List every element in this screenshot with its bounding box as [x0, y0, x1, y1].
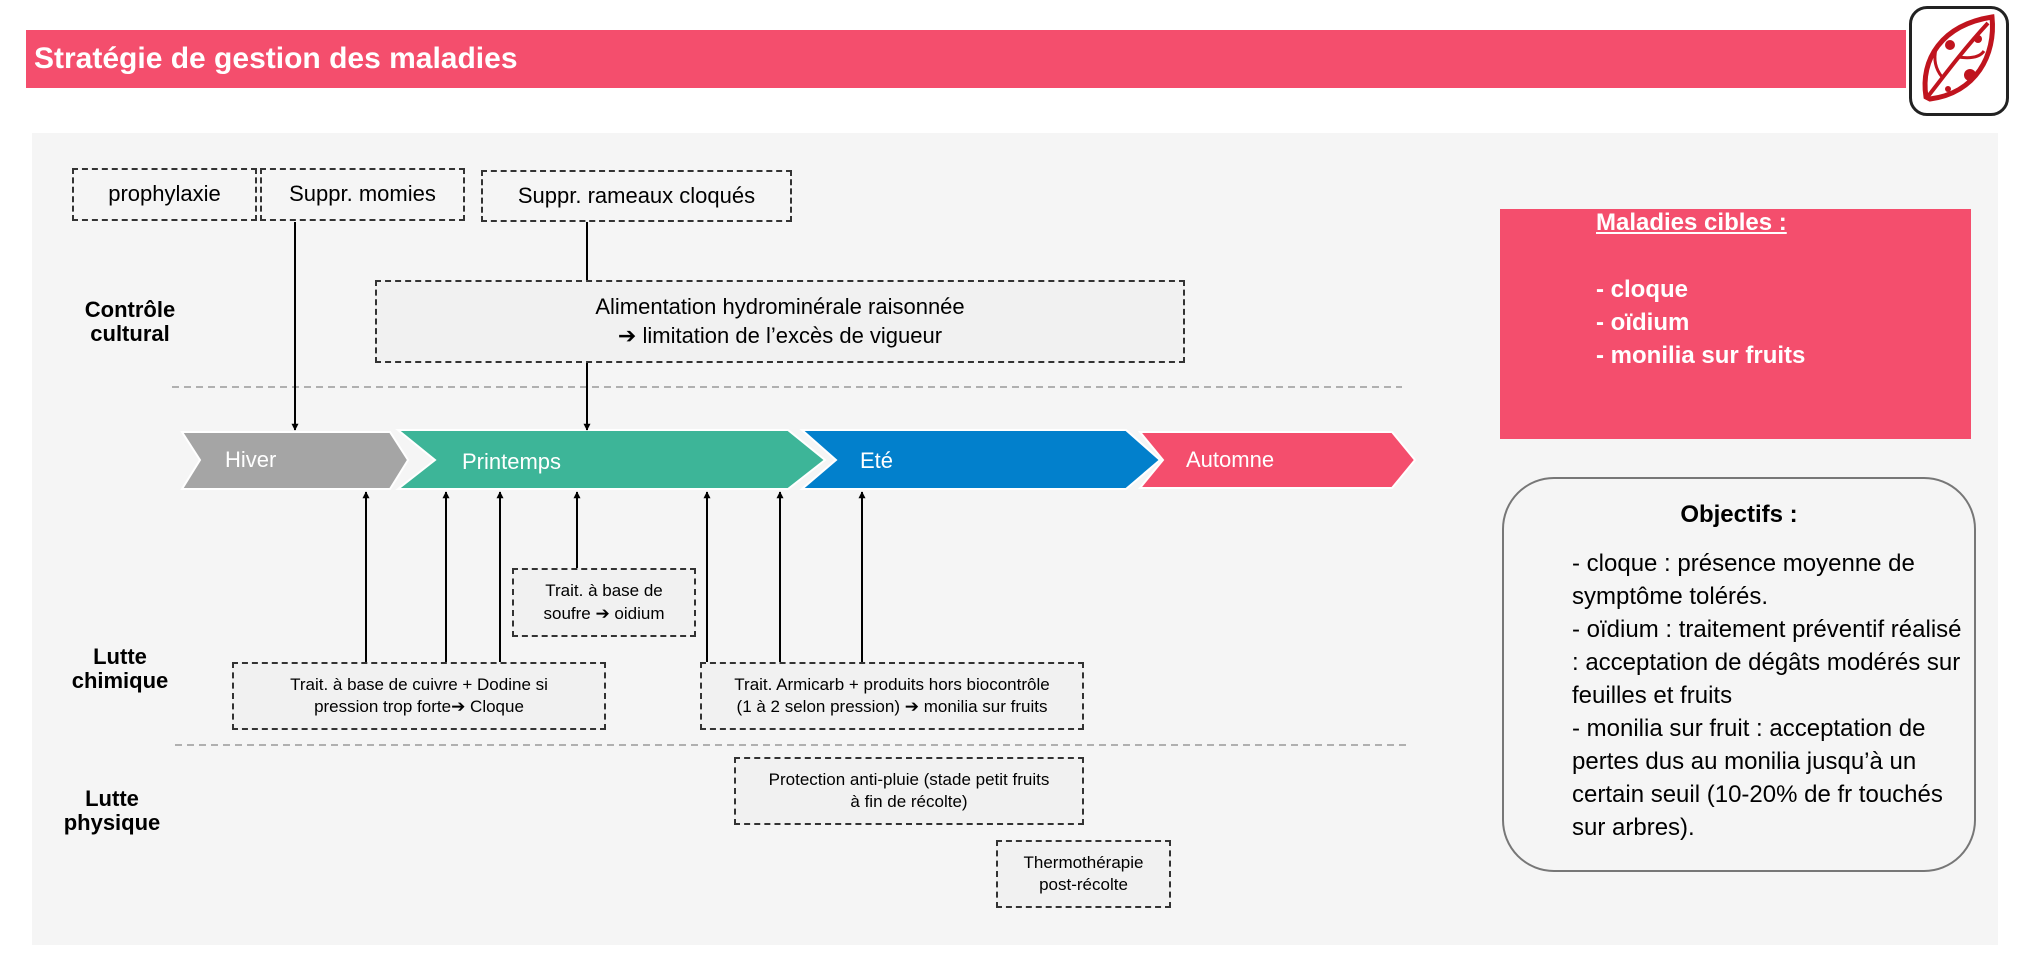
- chevron-printemps: [395, 429, 827, 490]
- box-protection-anti-pluie: Protection anti-pluie (stade petit fruit…: [734, 757, 1084, 825]
- season-label-automne: Automne: [1186, 447, 1275, 472]
- page-title: Stratégie de gestion des maladies: [34, 42, 518, 75]
- chevron-automne: [1137, 431, 1417, 489]
- box-cuivre: Trait. à base de cuivre + Dodine si pres…: [232, 662, 606, 730]
- chevron-ete: [799, 429, 1162, 490]
- row-label-lutte-physique: Lutte physique: [63, 786, 161, 835]
- target-diseases-list: - cloque - oïdium - monilia sur fruits: [1596, 273, 1805, 372]
- box-alimentation: Alimentation hydrominérale raisonnée ➔ l…: [375, 280, 1185, 363]
- objective-item: - monilia sur fruit : acceptation de per…: [1572, 715, 1943, 841]
- target-diseases-title: Maladies cibles :: [1596, 209, 1787, 236]
- box-suppr-momies: Suppr. momies: [260, 168, 465, 221]
- objectives-title: Objectifs :: [1680, 501, 1798, 528]
- box-armicarb: Trait. Armicarb + produits hors biocontr…: [700, 662, 1084, 730]
- target-disease-item: - cloque: [1596, 276, 1689, 303]
- leaf-disease-icon: [1922, 14, 1995, 102]
- season-label-hiver: Hiver: [225, 447, 277, 472]
- box-thermotherapie: Thermothérapie post-récolte: [996, 840, 1171, 908]
- objective-item: - cloque : présence moyenne de symptôme …: [1572, 550, 1915, 610]
- logo: [1909, 6, 2009, 116]
- objectives-panel: Objectifs : - cloque : présence moyenne …: [1502, 477, 1976, 872]
- season-label-printemps: Printemps: [462, 449, 562, 474]
- target-diseases-panel: Maladies cibles : - cloque - oïdium - mo…: [1500, 209, 1971, 439]
- title-bar: Stratégie de gestion des maladies: [26, 30, 1906, 88]
- objective-item: - oïdium : traitement préventif réalisé …: [1572, 616, 1962, 709]
- row-label-lutte-chimique: Lutte chimique: [71, 644, 169, 693]
- target-disease-item: - oïdium: [1596, 309, 1690, 336]
- season-label-ete: Eté: [860, 448, 894, 473]
- objectives-list: - cloque : présence moyenne de symptôme …: [1572, 547, 1962, 844]
- box-prophylaxie: prophylaxie: [72, 168, 257, 221]
- row-label-controle-cultural: Contrôle cultural: [84, 297, 176, 346]
- box-soufre: Trait. à base de soufre ➔ oidium: [512, 568, 696, 637]
- chevron-hiver: [180, 431, 410, 490]
- box-suppr-rameaux: Suppr. rameaux cloqués: [481, 170, 792, 222]
- target-disease-item: - monilia sur fruits: [1596, 342, 1806, 369]
